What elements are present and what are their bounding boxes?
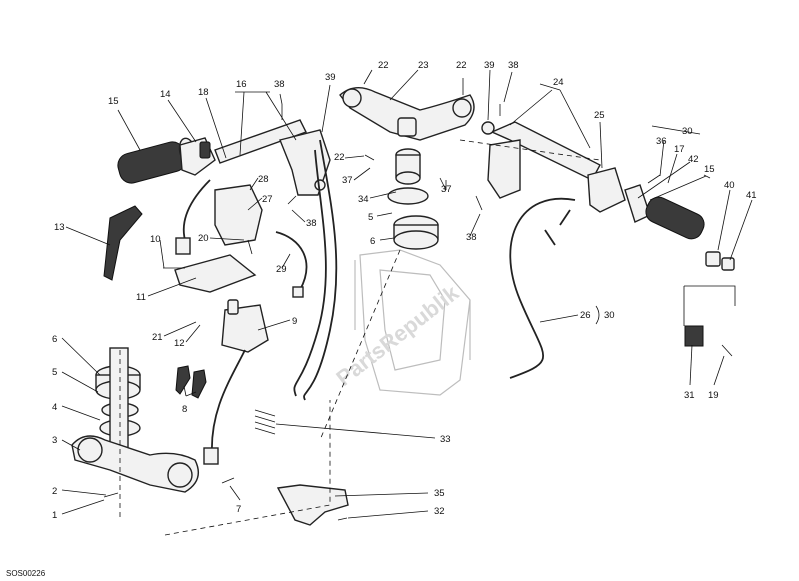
callout-9: 9 [292, 316, 297, 327]
lower-stem [95, 347, 141, 449]
callout-36: 36 [656, 136, 667, 147]
callout-19: 19 [708, 390, 719, 401]
lower-yoke [71, 435, 199, 493]
spring [254, 409, 276, 435]
top-yoke [339, 87, 475, 141]
callout-8: 8 [182, 404, 187, 415]
callout-35: 35 [434, 488, 445, 499]
callout-14: 14 [160, 89, 171, 100]
callout-2: 2 [52, 486, 57, 497]
callout-37: 37 [342, 175, 353, 186]
callout-32: 32 [434, 506, 445, 517]
left-handlebar [214, 119, 331, 196]
callout-5: 5 [368, 212, 373, 223]
callout-21: 21 [152, 332, 163, 343]
callout-25: 25 [594, 110, 605, 121]
callout-38: 38 [466, 232, 477, 243]
diagram-code: SOS00226 [6, 569, 46, 578]
callout-34: 34 [358, 194, 369, 205]
callout-22: 22 [456, 60, 467, 71]
callout-15: 15 [704, 164, 715, 175]
mounting-bracket [174, 254, 257, 293]
callout-37: 37 [441, 184, 452, 195]
callout-23: 23 [418, 60, 429, 71]
callout-18: 18 [198, 87, 209, 98]
callout-labels: 15 14 18 16 38 39 22 23 22 39 38 24 25 3… [52, 60, 757, 521]
callout-13: 13 [54, 222, 65, 233]
keys [175, 365, 207, 399]
watermark: PartsRepublik [331, 280, 464, 391]
left-switch [179, 137, 216, 176]
leader-lines [61, 69, 753, 519]
callout-16: 16 [236, 79, 247, 90]
callout-38: 38 [274, 79, 285, 90]
callout-33: 33 [440, 434, 451, 445]
right-handlebar [481, 121, 601, 199]
callout-38: 38 [306, 218, 317, 229]
clutch-lever [103, 205, 143, 281]
callout-28: 28 [258, 174, 269, 185]
callout-6: 6 [52, 334, 57, 345]
callout-39: 39 [484, 60, 495, 71]
right-grip [624, 184, 735, 271]
callout-29: 29 [276, 264, 287, 275]
cover-plate [276, 484, 349, 526]
callout-31: 31 [684, 390, 695, 401]
callout-10: 10 [150, 234, 161, 245]
callout-7: 7 [236, 504, 241, 515]
callout-1: 1 [52, 510, 57, 521]
callout-40: 40 [724, 180, 735, 191]
callout-11: 11 [136, 292, 146, 303]
callout-4: 4 [52, 402, 57, 413]
clutch-cable [509, 197, 576, 379]
right-switch [587, 167, 626, 213]
ignition-wire [182, 179, 211, 241]
callout-15: 15 [108, 96, 119, 107]
callout-27: 27 [262, 194, 273, 205]
callout-30: 30 [682, 126, 693, 137]
bolts [103, 69, 661, 521]
frame-outline [354, 249, 471, 396]
callout-26: 26 [580, 310, 591, 321]
callout-3: 3 [52, 435, 57, 446]
steering-head [387, 148, 439, 250]
callout-39: 39 [325, 72, 336, 83]
callout-5: 5 [52, 367, 57, 378]
bar-end [684, 325, 733, 357]
callout-22: 22 [378, 60, 389, 71]
callout-6: 6 [370, 236, 375, 247]
callout-12: 12 [174, 338, 185, 349]
ignition-switch [214, 184, 269, 353]
assembly-lines [119, 139, 601, 536]
callout-38: 38 [508, 60, 519, 71]
callout-22: 22 [334, 152, 345, 163]
callout-42: 42 [688, 154, 699, 165]
callout-30: 30 [604, 310, 615, 321]
callout-20: 20 [198, 233, 209, 244]
throttle-cable [303, 139, 338, 401]
callout-17: 17 [674, 144, 685, 155]
callout-24: 24 [553, 77, 564, 88]
callout-41: 41 [746, 190, 757, 201]
